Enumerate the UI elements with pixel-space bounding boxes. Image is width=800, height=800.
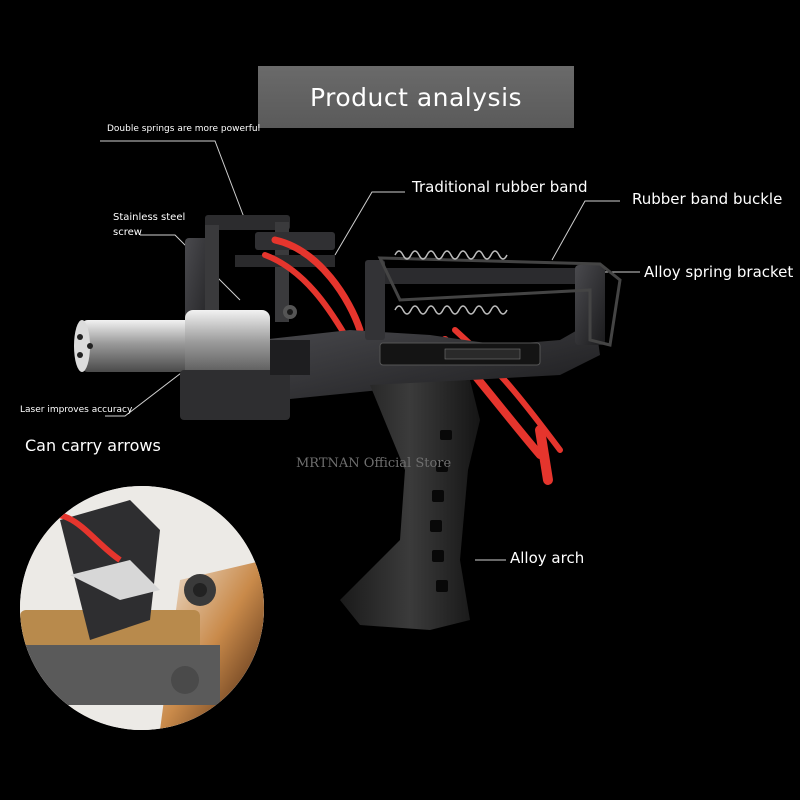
callout-carry-arrows: Can carry arrows xyxy=(25,436,161,455)
callout-line-laser xyxy=(105,369,186,417)
callout-spring-bracket: Alloy spring bracket xyxy=(644,263,794,281)
laser-barrel xyxy=(74,310,310,420)
store-watermark: MRTNAN Official Store xyxy=(296,456,452,471)
callout-rubber-band: Traditional rubber band xyxy=(412,178,588,196)
page-title: Product analysis xyxy=(309,82,523,112)
arrow-rest-inset xyxy=(20,486,264,730)
pistol-grip xyxy=(340,380,480,630)
callout-line-buckle xyxy=(551,200,620,261)
callout-laser: Laser improves accuracy xyxy=(20,405,133,415)
callout-double-springs: Double springs are more powerful xyxy=(107,124,261,134)
callout-lines xyxy=(100,140,640,561)
callout-line-double-springs xyxy=(100,140,246,221)
callout-stainless-line2: screw xyxy=(113,227,142,238)
callout-stainless-screw: Stainless steel screw xyxy=(113,210,185,240)
spring-bracket xyxy=(365,256,622,347)
main-body xyxy=(260,305,600,400)
callout-buckle: Rubber band buckle xyxy=(632,190,783,208)
callout-arch: Alloy arch xyxy=(510,549,585,567)
title-banner: Product analysis xyxy=(258,66,574,128)
callout-line-rubber-band xyxy=(334,191,405,256)
callout-stainless-line1: Stainless steel xyxy=(113,212,186,223)
double-springs xyxy=(394,250,508,315)
